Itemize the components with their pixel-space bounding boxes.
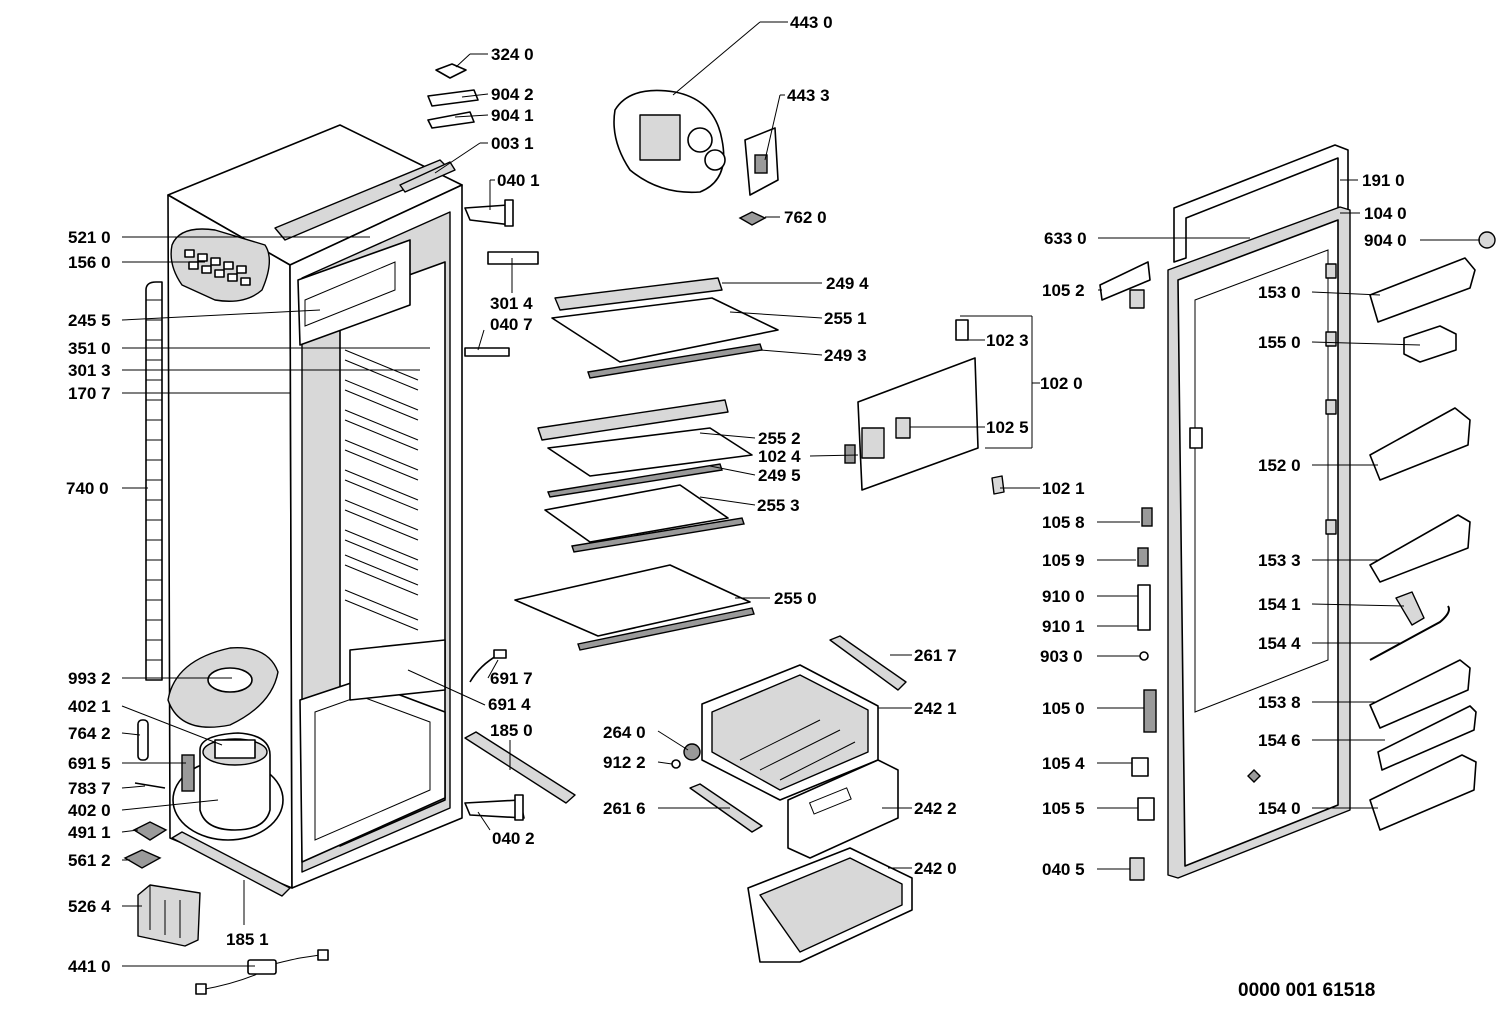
label-691-5: 691 5 <box>68 754 111 773</box>
label-170-7: 170 7 <box>68 384 111 403</box>
crisper-drawers <box>671 635 913 963</box>
label-521-0: 521 0 <box>68 228 111 247</box>
label-242-0: 242 0 <box>914 859 957 878</box>
label-249-5: 249 5 <box>758 466 801 485</box>
label-242-2: 242 2 <box>914 799 957 818</box>
door-bins <box>1369 231 1496 831</box>
ice-tray <box>170 228 270 302</box>
label-904-0: 904 0 <box>1364 231 1407 250</box>
condenser-tube <box>145 281 163 681</box>
label-245-5: 245 5 <box>68 311 111 330</box>
label-102-5: 102 5 <box>986 418 1029 437</box>
label-153-0: 153 0 <box>1258 283 1301 302</box>
label-255-2: 255 2 <box>758 429 801 448</box>
label-154-6: 154 6 <box>1258 731 1301 750</box>
label-040-5: 040 5 <box>1042 860 1085 879</box>
label-104-0: 104 0 <box>1364 204 1407 223</box>
label-255-0: 255 0 <box>774 589 817 608</box>
label-255-3: 255 3 <box>757 496 800 515</box>
label-156-0: 156 0 <box>68 253 111 272</box>
label-740-0: 740 0 <box>66 479 109 498</box>
label-155-0: 155 0 <box>1258 333 1301 352</box>
label-904-2: 904 2 <box>491 85 534 104</box>
label-102-3: 102 3 <box>986 331 1029 350</box>
label-301-4: 301 4 <box>490 294 533 313</box>
label-910-1: 910 1 <box>1042 617 1085 636</box>
label-105-2: 105 2 <box>1042 281 1085 300</box>
label-153-8: 153 8 <box>1258 693 1301 712</box>
label-691-7: 691 7 <box>490 669 533 688</box>
label-105-5: 105 5 <box>1042 799 1085 818</box>
label-441-0: 441 0 <box>68 957 111 976</box>
label-249-3: 249 3 <box>824 346 867 365</box>
part-labels: 521 0 156 0 245 5 351 0 301 3 170 7 740 … <box>66 13 1407 1001</box>
label-102-1: 102 1 <box>1042 479 1085 498</box>
glass-shelves <box>514 277 779 651</box>
label-003-1: 003 1 <box>491 134 534 153</box>
label-910-0: 910 0 <box>1042 587 1085 606</box>
label-301-3: 301 3 <box>68 361 111 380</box>
label-040-1: 040 1 <box>497 171 540 190</box>
label-040-7: 040 7 <box>490 315 533 334</box>
label-402-1: 402 1 <box>68 697 111 716</box>
label-903-0: 903 0 <box>1040 647 1083 666</box>
label-691-4: 691 4 <box>488 695 531 714</box>
label-783-7: 783 7 <box>68 779 111 798</box>
label-264-0: 264 0 <box>603 723 646 742</box>
label-443-3: 443 3 <box>787 86 830 105</box>
document-number: 0000 001 61518 <box>1238 980 1375 1001</box>
label-154-4: 154 4 <box>1258 634 1301 653</box>
label-912-2: 912 2 <box>603 753 646 772</box>
label-491-1: 491 1 <box>68 823 111 842</box>
label-153-3: 153 3 <box>1258 551 1301 570</box>
door-hardware <box>1099 261 1157 881</box>
label-102-0: 102 0 <box>1040 374 1083 393</box>
label-040-2: 040 2 <box>492 829 535 848</box>
freezer-door-flap <box>844 319 1005 495</box>
fan-assembly <box>613 89 779 226</box>
label-105-9: 105 9 <box>1042 551 1085 570</box>
label-633-0: 633 0 <box>1044 229 1087 248</box>
label-102-4: 102 4 <box>758 447 801 466</box>
label-185-0: 185 0 <box>490 721 533 740</box>
cabinet-body <box>167 124 463 889</box>
label-324-0: 324 0 <box>491 45 534 64</box>
label-255-1: 255 1 <box>824 309 867 328</box>
label-105-0: 105 0 <box>1042 699 1085 718</box>
label-993-2: 993 2 <box>68 669 111 688</box>
label-242-1: 242 1 <box>914 699 957 718</box>
leader-lines <box>121 21 1480 967</box>
label-762-0: 762 0 <box>784 208 827 227</box>
label-261-7: 261 7 <box>914 646 957 665</box>
label-261-6: 261 6 <box>603 799 646 818</box>
compressor-group <box>123 647 329 995</box>
label-443-0: 443 0 <box>790 13 833 32</box>
label-185-1: 185 1 <box>226 930 269 949</box>
label-154-1: 154 1 <box>1258 595 1301 614</box>
label-191-0: 191 0 <box>1362 171 1405 190</box>
label-764-2: 764 2 <box>68 724 111 743</box>
top-small-parts <box>399 63 576 821</box>
label-152-0: 152 0 <box>1258 456 1301 475</box>
label-351-0: 351 0 <box>68 339 111 358</box>
label-154-0: 154 0 <box>1258 799 1301 818</box>
label-561-2: 561 2 <box>68 851 111 870</box>
label-105-4: 105 4 <box>1042 754 1085 773</box>
label-904-1: 904 1 <box>491 106 534 125</box>
label-249-4: 249 4 <box>826 274 869 293</box>
fridge-door <box>1167 144 1351 879</box>
label-105-8: 105 8 <box>1042 513 1085 532</box>
label-526-4: 526 4 <box>68 897 111 916</box>
label-402-0: 402 0 <box>68 801 111 820</box>
